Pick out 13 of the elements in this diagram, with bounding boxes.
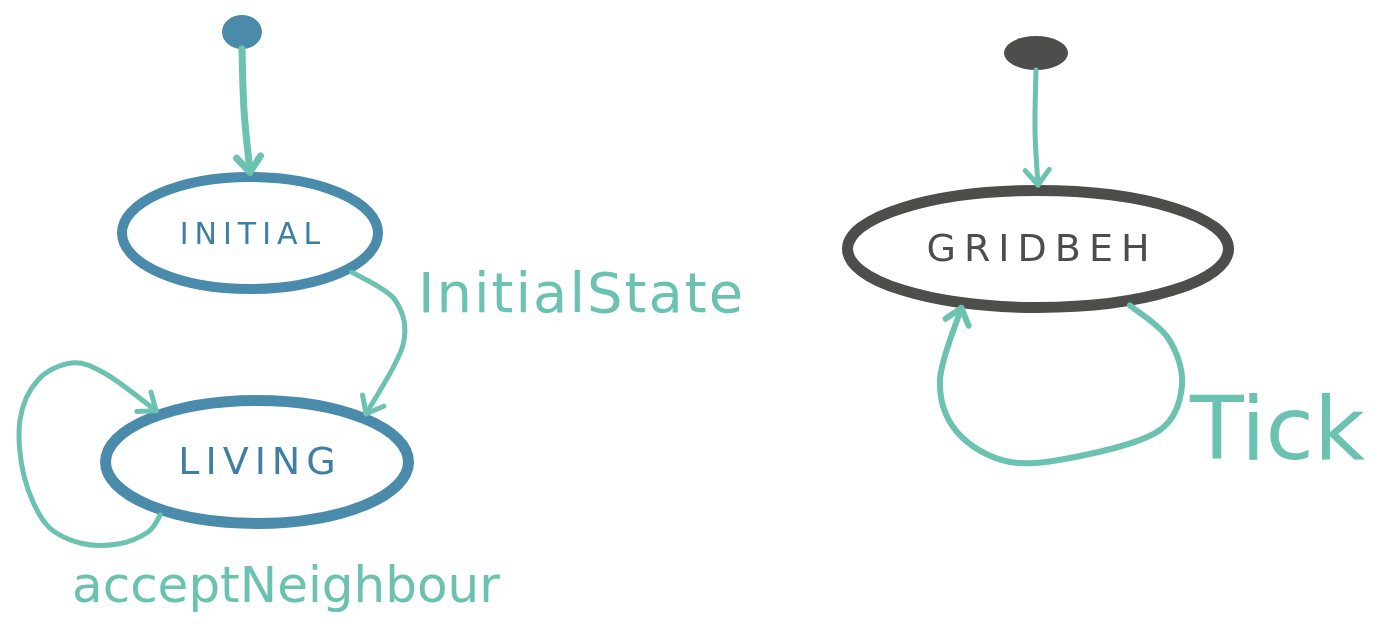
arrow: [349, 269, 408, 417]
initial-state-dot: [1004, 36, 1068, 70]
arrow: [233, 45, 264, 176]
arrow: [1022, 67, 1052, 188]
self-loop-arrow: [16, 360, 163, 548]
state-name: GRIDBEH: [925, 228, 1158, 270]
state-ellipse: [100, 395, 414, 529]
state-name: INITIAL: [178, 216, 327, 250]
initial-state-dot: [222, 15, 262, 49]
state-name: LIVING: [177, 441, 342, 483]
state-ellipse: [117, 172, 383, 294]
state-ellipse: [842, 185, 1234, 313]
self-loop-arrow: [936, 302, 1186, 467]
